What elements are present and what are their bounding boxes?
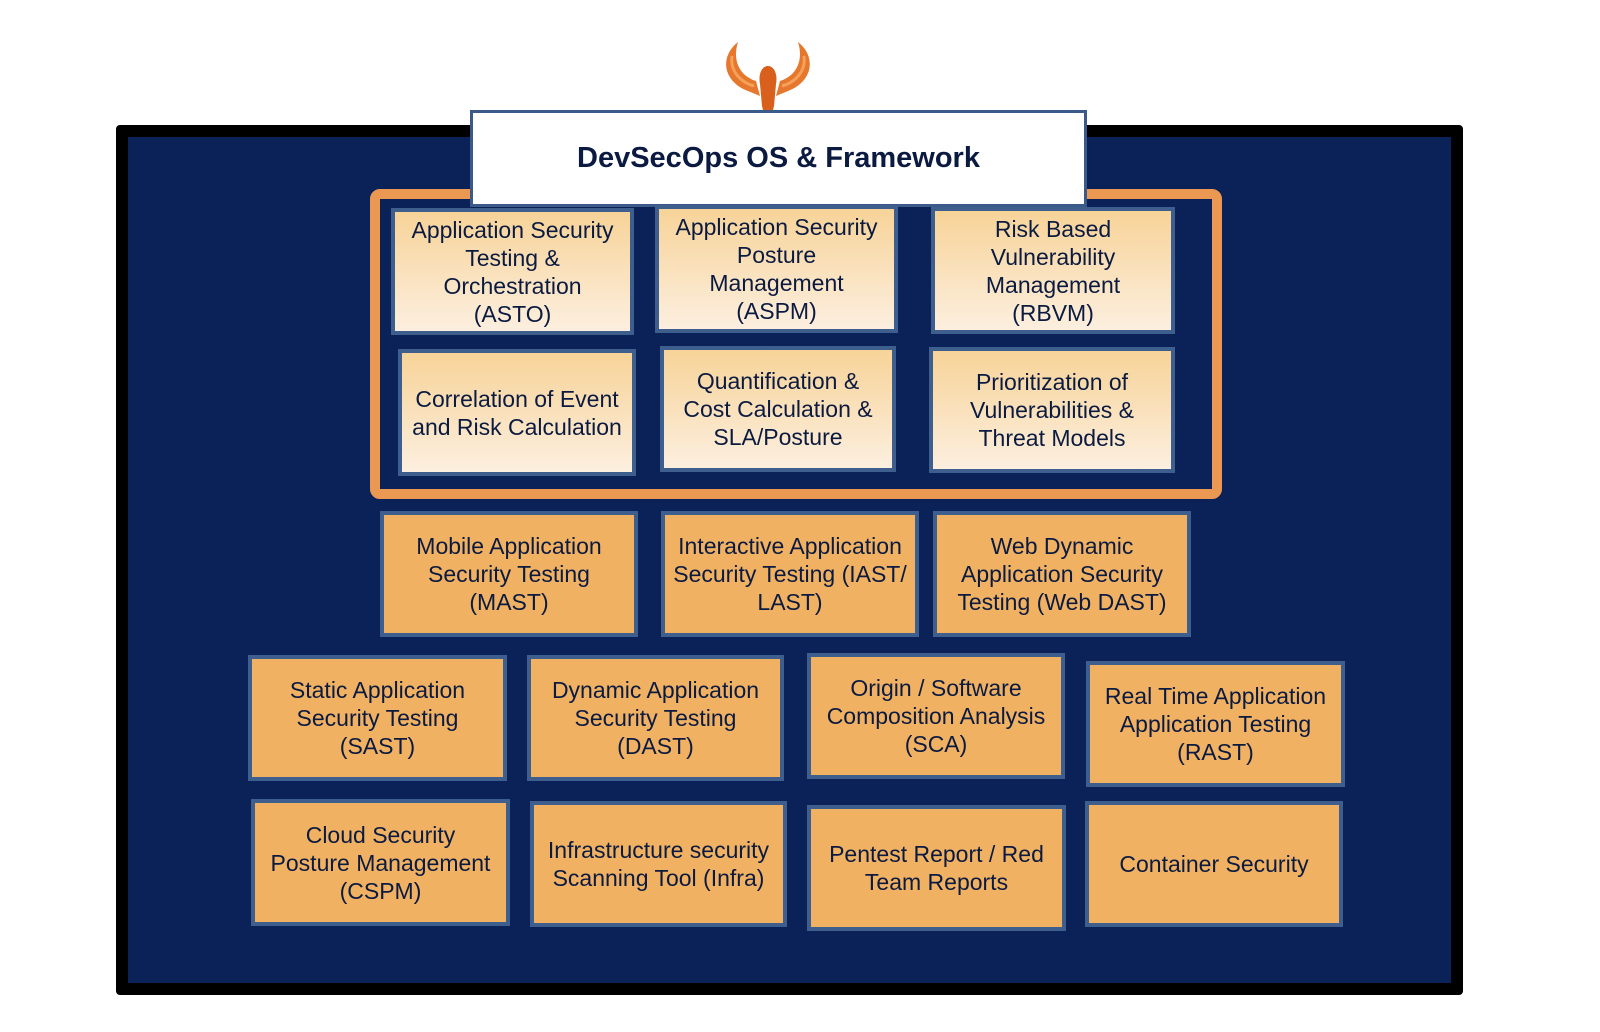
component-quantification: Quantification & Cost Calculation & SLA/… [660,346,896,472]
component-rbvm: Risk Based Vulnerability Management (RBV… [931,207,1175,334]
component-correlation: Correlation of Event and Risk Calculatio… [398,349,636,476]
tool-web-dast: Web Dynamic Application Security Testing… [933,511,1191,637]
tool-rast: Real Time Application Application Testin… [1086,661,1345,787]
tool-mast: Mobile Application Security Testing (MAS… [380,511,638,637]
tool-dast: Dynamic Application Security Testing (DA… [527,655,784,781]
tool-sca: Origin / Software Composition Analysis (… [807,653,1065,779]
tool-pentest: Pentest Report / Red Team Reports [807,805,1066,931]
phoenix-logo-icon [726,42,810,130]
tool-sast: Static Application Security Testing (SAS… [248,655,507,781]
tool-cspm: Cloud Security Posture Management (CSPM) [251,799,510,926]
component-asto: Application Security Testing & Orchestra… [391,208,634,335]
component-aspm: Application Security Posture Management … [655,205,898,333]
tool-container-security: Container Security [1085,801,1343,927]
component-prioritization: Prioritization of Vulnerabilities & Thre… [929,347,1175,473]
tool-infra: Infrastructure security Scanning Tool (I… [530,801,787,927]
diagram-title: DevSecOps OS & Framework [470,110,1087,207]
tool-iast: Interactive Application Security Testing… [661,511,919,637]
